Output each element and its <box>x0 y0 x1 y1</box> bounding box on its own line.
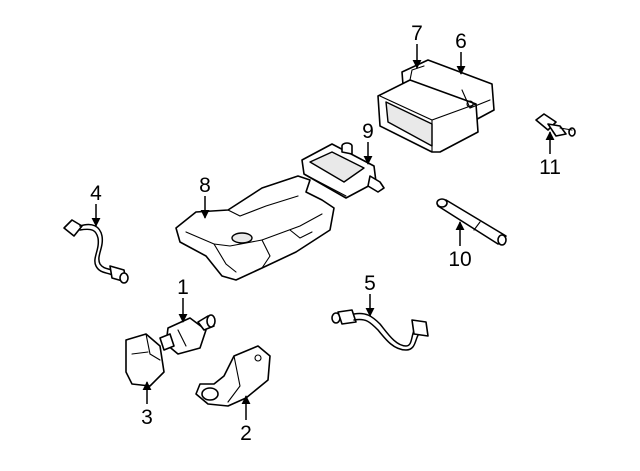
rod-part <box>436 198 507 246</box>
valve-body-part <box>301 142 385 199</box>
harness-sensor-left-part <box>63 219 129 284</box>
callout-9: 9 <box>362 120 374 143</box>
tray-part <box>175 175 335 281</box>
callout-8: 8 <box>199 174 211 197</box>
callout-7: 7 <box>411 22 423 45</box>
callout-2: 2 <box>240 422 252 445</box>
small-valve-part <box>535 113 576 137</box>
callout-1: 1 <box>177 276 189 299</box>
vapor-canister-part <box>377 59 495 153</box>
callout-5: 5 <box>364 272 376 295</box>
callout-10: 10 <box>448 248 471 271</box>
callout-3: 3 <box>141 406 153 429</box>
cover-part <box>125 333 165 387</box>
callout-4: 4 <box>90 182 102 205</box>
callout-6: 6 <box>455 30 467 53</box>
harness-sensor-right-part <box>331 309 429 351</box>
bracket-part <box>195 345 271 407</box>
callout-11: 11 <box>539 156 561 179</box>
purge-valve-part <box>159 314 216 355</box>
